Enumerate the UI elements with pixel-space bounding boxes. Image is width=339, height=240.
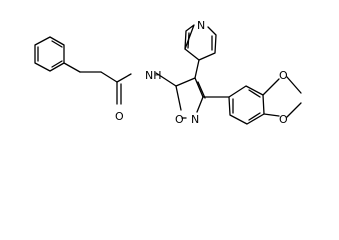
- isoxazole-o-label: O: [175, 113, 184, 126]
- isoxazole-ring: [175, 77, 206, 119]
- isoxazole-n-label: N: [191, 113, 199, 126]
- amide-bond: [155, 72, 177, 87]
- molecule-diagram: NH O O N N O O: [34, 19, 302, 126]
- pyridine-ring: [184, 24, 217, 79]
- benzodioxole-ring: [202, 76, 302, 125]
- pyridine-n-label: N: [197, 19, 205, 32]
- structure-canvas: NH O O N N O O: [34, 19, 302, 126]
- carbonyl-o-label: O: [115, 110, 124, 123]
- phenyl-ring: [34, 36, 65, 72]
- propanoyl-chain: [63, 62, 132, 105]
- dioxole-o-top-label: O: [279, 69, 288, 82]
- dioxole-o-bottom-label: O: [279, 113, 288, 126]
- amide-nh-label: NH: [145, 69, 162, 82]
